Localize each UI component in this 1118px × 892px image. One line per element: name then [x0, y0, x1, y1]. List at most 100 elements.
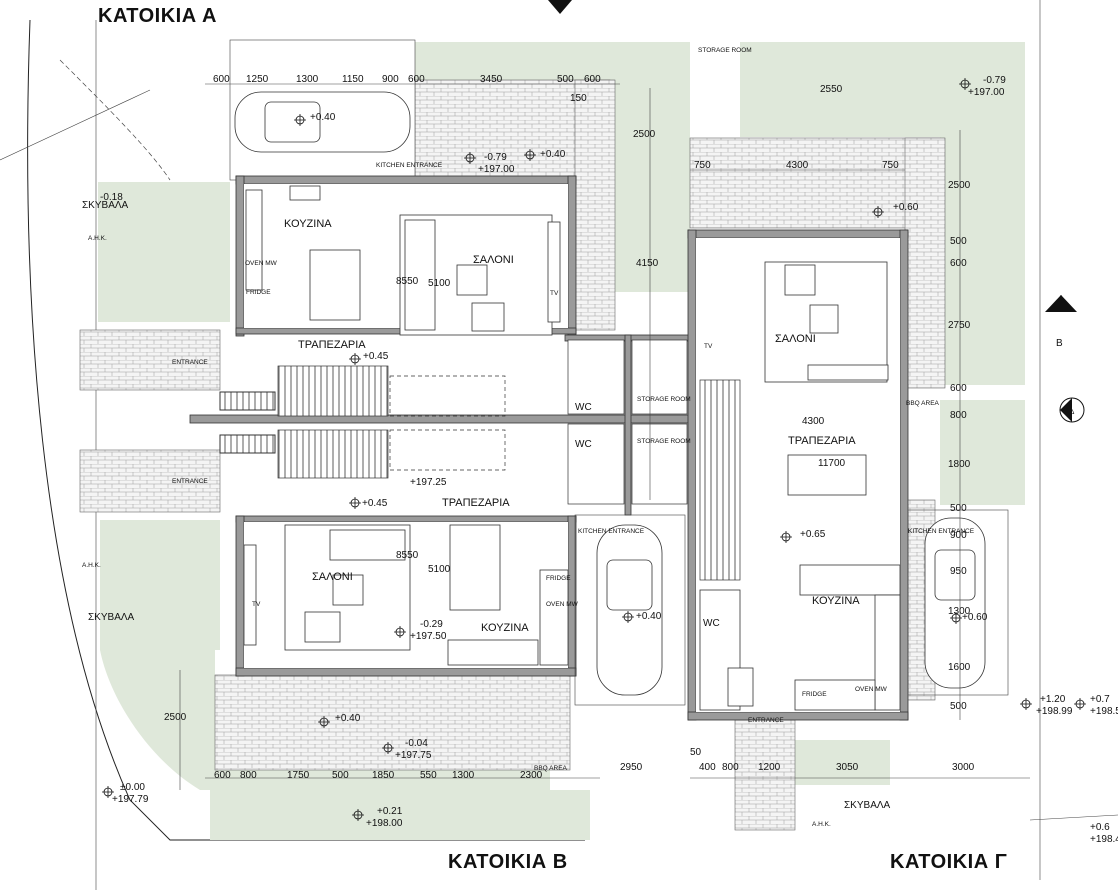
dim-b-bottom: 1750: [287, 770, 310, 781]
house-c-plan: [687, 229, 909, 721]
dim-c: 500: [950, 503, 967, 514]
level-right3: +0.6: [1090, 822, 1110, 833]
level-marker-cross: [872, 206, 884, 218]
dim-a-vert: 8550: [396, 276, 419, 287]
level-marker-cross: [294, 114, 306, 126]
label-oven-c: OVEN MW: [855, 686, 888, 693]
dim-b-bottom: 1300: [452, 770, 475, 781]
dim-b-vert: 2500: [164, 712, 187, 723]
dim-a-top: 600: [584, 74, 601, 85]
level-right3-abs: +198.4: [1090, 834, 1118, 845]
label-dining-b: ΤΡΑΠΕΖΑΡΙΑ: [442, 497, 510, 509]
level-site-left-abs: +197.79: [112, 794, 149, 805]
dim-b-bottom: 400: [699, 762, 716, 773]
dim-c: 950: [950, 566, 967, 577]
dim-b-bottom: 550: [420, 770, 437, 781]
dim-c: 1300: [948, 606, 971, 617]
dim-b-bottom: 2300: [520, 770, 543, 781]
level-a-front-abs: +197.00: [478, 164, 515, 175]
label-wc-b: WC: [575, 439, 592, 450]
level-c-top-abs: +197.00: [968, 87, 1005, 98]
level-b-ext-abs: +197.50: [410, 631, 447, 642]
dim-c: 900: [950, 530, 967, 541]
level-marker-cross: [102, 786, 114, 798]
label-oven-a: OVEN MW: [245, 260, 278, 267]
dim-c: 750: [694, 160, 711, 171]
label-bbq-c: BBQ AREA: [906, 400, 940, 407]
label-kitchen-c: ΚΟΥΖΙΝΑ: [812, 595, 860, 607]
label-kitchen-entrance-c: KITCHEN ENTRANCE: [908, 528, 975, 535]
label-tv-c: TV: [704, 343, 713, 350]
dim-a-vert: 5100: [428, 278, 451, 289]
label-fridge-c: FRIDGE: [802, 691, 827, 698]
level-marker-cross: [524, 149, 536, 161]
dim-c: 2500: [948, 180, 971, 191]
level-site-left: ±0.00: [120, 782, 145, 793]
dim-b-bottom: 3000: [952, 762, 975, 773]
level-marker-cross: [352, 809, 364, 821]
dim-a-top: 1250: [246, 74, 269, 85]
level-b-garden-abs: +197.75: [395, 750, 432, 761]
dim-b-bottom: 600: [214, 770, 231, 781]
level-marker-cross: [1074, 698, 1086, 710]
dim-b-bottom: 800: [240, 770, 257, 781]
label-storage-c: STORAGE ROOM: [698, 47, 752, 54]
dim-c: 2750: [948, 320, 971, 331]
dim-c: 2550: [820, 84, 843, 95]
dim-b-bottom: 500: [332, 770, 349, 781]
label-kitchen-a: ΚΟΥΖΙΝΑ: [284, 218, 332, 230]
label-living-b: ΣΑΛΟΝΙ: [312, 571, 353, 583]
label-living-a: ΣΑΛΟΝΙ: [473, 254, 514, 266]
north-letter: Β: [1056, 338, 1063, 349]
level-marker-cross: [349, 353, 361, 365]
dim-c: 1800: [948, 459, 971, 470]
dim-b-vert: 8550: [396, 550, 419, 561]
level-b-ext: -0.29: [420, 619, 443, 630]
label-ahk-a: A.H.K.: [88, 235, 107, 242]
dim-c: 11700: [818, 458, 846, 469]
dim-c: 500: [950, 236, 967, 247]
house-a-plan: [189, 175, 691, 424]
dim-c: 800: [950, 410, 967, 421]
garden-a-left: [98, 182, 230, 322]
dim-c: 600: [950, 258, 967, 269]
label-bins-c: ΣΚΥΒΑΛΑ: [844, 800, 891, 811]
level-b-street-abs: +198.00: [366, 818, 403, 829]
level-marker-cross: [464, 152, 476, 164]
dim-b-bottom: 1200: [758, 762, 781, 773]
dim-a-vert: 2500: [633, 129, 656, 140]
level-right1-abs: +198.99: [1036, 706, 1073, 717]
title-house-a: ΚΑΤΟΙΚΙΑ Α: [98, 5, 217, 27]
dim-b-bottom: 800: [722, 762, 739, 773]
title-house-b: ΚΑΤΟΙΚΙΑ Β: [448, 851, 568, 873]
label-entrance-c: ENTRANCE: [748, 717, 784, 724]
dim-c: 4300: [802, 416, 825, 427]
label-kitchen-entrance-b: KITCHEN ENTRANCE: [578, 528, 645, 535]
label-bins-b: ΣΚΥΒΑΛΑ: [88, 612, 135, 623]
level-marker-cross: [318, 716, 330, 728]
title-house-c: ΚΑΤΟΙΚΙΑ Γ: [890, 851, 1007, 873]
dim-c: 750: [882, 160, 899, 171]
dim-c: 4300: [786, 160, 809, 171]
label-fridge-a: FRIDGE: [246, 289, 271, 296]
level-c-court: +0.60: [893, 202, 919, 213]
dim-a-vert: 4150: [636, 258, 659, 269]
house-b-plan: [219, 429, 577, 677]
dim-a-top: 1300: [296, 74, 319, 85]
label-tv-a: TV: [550, 290, 559, 297]
level-right1: +1.20: [1040, 694, 1066, 705]
level-marker-cross: [622, 611, 634, 623]
dim-b-bottom: 2950: [620, 762, 643, 773]
level-b-stair-abs: +197.25: [410, 477, 447, 488]
dim-a-top: 3450: [480, 74, 503, 85]
level-c-top: -0.79: [983, 75, 1006, 86]
label-kitchen-b: ΚΟΥΖΙΝΑ: [481, 622, 529, 634]
garden-b: [100, 520, 220, 650]
label-bins-a: ΣΚΥΒΑΛΑ: [82, 200, 129, 211]
level-car-a: +0.40: [310, 112, 336, 123]
level-car-c: +0.60: [962, 612, 988, 623]
dim-b-bottom: 1850: [372, 770, 395, 781]
level-right2: +0.7: [1090, 694, 1110, 705]
